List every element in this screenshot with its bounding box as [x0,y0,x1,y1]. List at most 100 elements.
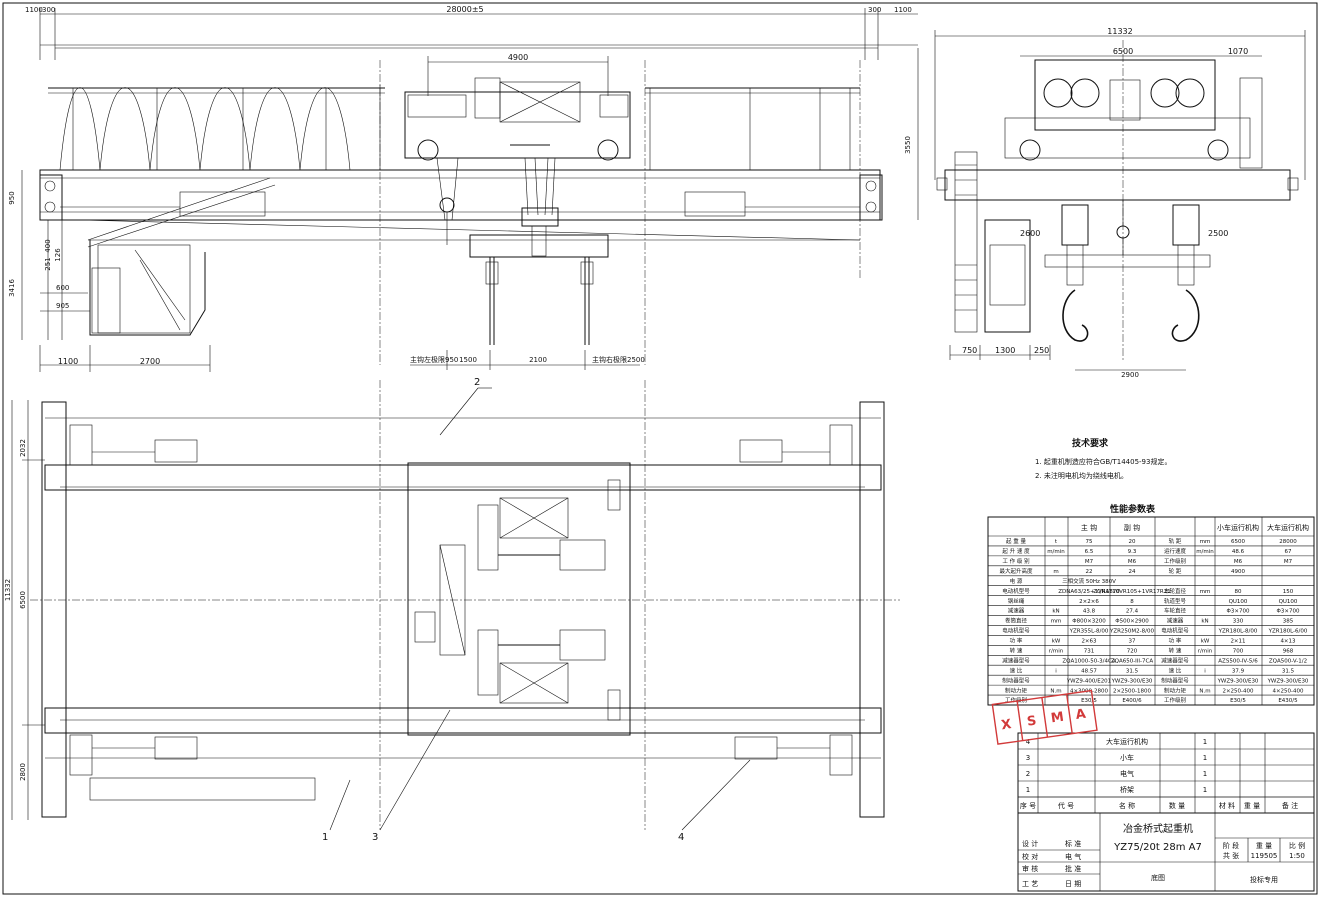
perf-cell-right: YZR180L-6/00 [1268,629,1308,635]
perf-cell-left: 2×2×6 [1079,599,1099,605]
plan-end-carriage-right [859,401,885,818]
tech-line-2: 2. 未注明电机均为绕线电机。 [1035,471,1128,480]
dim-side-2500: 2500 [1208,229,1228,238]
title-check: 校 对 [1022,852,1038,861]
dim-span-top: 28000±5 [446,5,483,14]
travel-drive-right [684,191,746,217]
perf-cell-left: 48.57 [1081,668,1097,674]
perf-cell-right: 制动器型号 [1161,676,1189,684]
perf-cell-right: N.m [1199,688,1210,694]
end-carriage-left [39,174,63,221]
main-hook-block [521,207,559,227]
title-footer-mid: 底图 [1151,873,1165,882]
perf-cell-right: M7 [1284,559,1293,565]
dim-side-1070: 1070 [1228,47,1248,56]
perf-cell-left: 电动机型号 [1002,587,1030,595]
dim-bottom-1100: 1100 [58,357,78,366]
parts-cell: 4 [1026,738,1031,746]
dim-trolley-4900: 4900 [508,53,528,62]
perf-cell-right: 2×250-400 [1222,688,1254,694]
perf-cell-left: YWZ9-300/E30 [1111,678,1153,684]
parts-hdr-note: 备 注 [1282,801,1298,810]
perf-cell-right: 28000 [1279,539,1297,545]
dim-height-950: 950 [8,191,16,204]
dim-400: 400 [44,239,52,252]
parts-cell: 大车运行机构 [1106,737,1148,746]
perf-cell-left: kW [1052,639,1061,645]
perf-cell-left: 转 速 [1010,647,1023,655]
perf-cell-right: 车轮直径 [1164,587,1187,595]
title-scale-value: 1:50 [1289,852,1305,860]
plan-drive-bl [154,736,198,760]
perf-cell-left: m/min [1047,549,1065,555]
side-hook-right [1171,204,1200,342]
approval-stamp: X S M A [991,689,1098,745]
perf-cell-right: 工作级别 [1164,557,1186,565]
perf-cell-left: 电动机型号 [1002,627,1030,635]
perf-cell-right: 700 [1233,649,1244,655]
perf-cell-right: 385 [1283,619,1294,625]
perf-cell-right: 150 [1283,589,1294,595]
perf-cell-left: 速 比 [1010,666,1023,674]
dim-height-3416: 3416 [8,279,16,297]
parts-cell: 1 [1203,738,1207,746]
perf-cell-left: ZQNAT10VR105+1VR17R21 [1093,589,1171,595]
plan-end-carriage-left [41,401,67,818]
dim-side-2900: 2900 [1121,371,1139,379]
perf-cell-right: AZS500-IV-5/6 [1218,658,1258,664]
parts-hdr-code: 代 号 [1058,801,1074,810]
perf-cell-right: i [1204,668,1206,674]
tech-requirements: 技术要求 1. 起重机制造应符合GB/T14405-93规定。 2. 未注明电机… [1035,437,1171,480]
perf-cell-left: 27.4 [1126,609,1139,615]
parts-cell: 电气 [1120,769,1134,778]
dim-side-2600: 2600 [1020,229,1040,238]
parts-cell: 1 [1026,786,1030,794]
dim-bottom-2700: 2700 [140,357,160,366]
perf-cell-right: kN [1201,619,1208,625]
parts-hdr-mat: 材 料 [1219,801,1235,810]
perf-cell-left: 工 作 级 别 [1002,557,1029,565]
perf-cell-left: 2×63 [1081,639,1097,645]
perf-cell-right: 968 [1283,649,1294,655]
perf-cell-right: 轨 距 [1169,537,1182,545]
stamp-s: S [1026,714,1037,730]
perf-cell-left: 减速器型号 [1002,656,1030,664]
perf-cell-left: E400/6 [1122,698,1142,704]
stamp-x: X [1000,717,1012,733]
plan-cab-platform [89,777,316,801]
side-cab [984,219,1031,333]
parts-cell: 1 [1203,786,1207,794]
title-scale-label: 比 例 [1289,841,1305,850]
callout-4: 4 [678,832,684,843]
perf-cell-right: 运行速度 [1164,547,1187,555]
lifting-beam [469,234,609,258]
perf-cell-left: 起 重 量 [1006,537,1026,545]
stamp-a: A [1075,707,1087,723]
perf-cell-right: 速 比 [1169,666,1182,674]
perf-cell-right: 67 [1285,549,1292,555]
operator-cab [89,240,206,336]
title-name: 冶金桥式起重机 [1123,822,1193,835]
dim-height-3550: 3550 [904,136,912,154]
perf-cell-right: YWZ9-300/E30 [1217,678,1259,684]
dim-side-1300: 1300 [995,346,1015,355]
dim-right-300: 300 [868,6,881,14]
perf-cell-right: 减速器型号 [1161,656,1189,664]
perf-cell-right: kW [1201,639,1210,645]
perf-cell-left: t [1055,539,1058,545]
title-usage: 投标专用 [1250,875,1278,884]
perf-cell-left: N.m [1050,688,1061,694]
perf-cell-right: 37.9 [1232,668,1245,674]
perf-cell-right: 330 [1233,619,1244,625]
perf-cell-right: 80 [1235,589,1242,595]
perf-cell-left: E30/5 [1081,698,1097,704]
perf-cell-left: 制动器型号 [1002,676,1030,684]
perf-cell-right: mm [1200,539,1211,545]
parts-hdr-name: 名 称 [1119,801,1135,810]
perf-cell-right: Φ3×700 [1227,609,1250,615]
perf-cell-left: 24 [1129,569,1136,575]
title-review: 审 核 [1022,864,1038,873]
stamp-m: M [1050,710,1065,727]
